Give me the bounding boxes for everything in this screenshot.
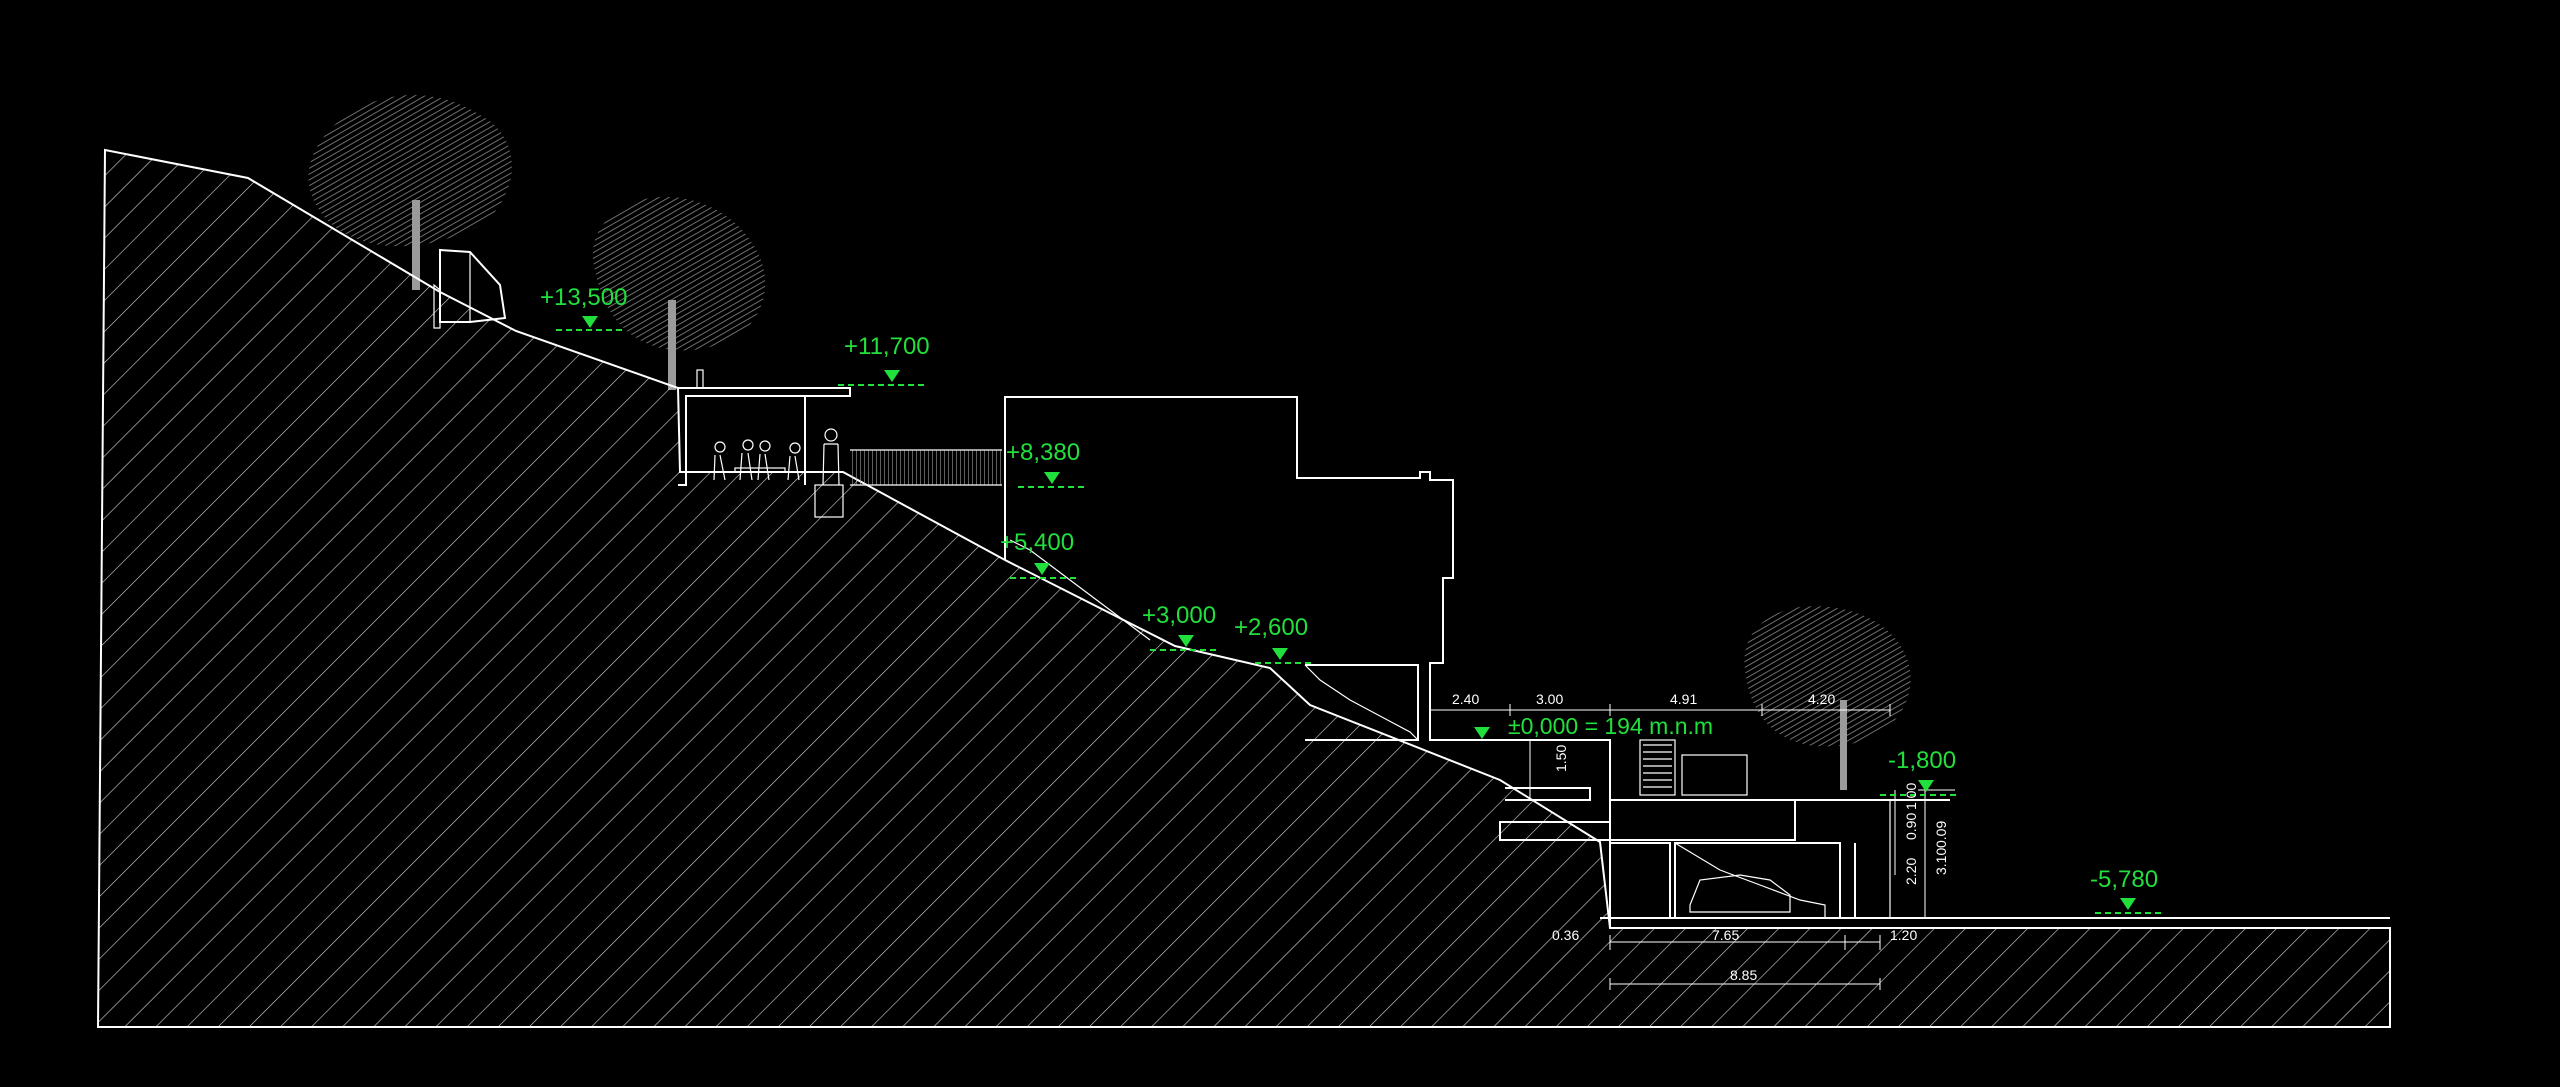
dim-vert-3: 0.90 [1903,813,1919,840]
level-minus-1800: -1,800 [1888,747,1956,774]
dim-top-3: 4.91 [1670,691,1697,707]
terrain-section [96,148,2391,1028]
upper-pavilion [433,248,507,329]
dimension-lines [1429,704,1955,990]
dim-overall: 8.85 [1730,967,1757,983]
dim-bottom-2: 7.65 [1712,927,1739,943]
level-13500: +13,500 [540,284,627,311]
main-building [1004,396,1604,741]
level-5400: +5,400 [1000,529,1074,556]
dim-bottom-3: 1.20 [1890,927,1917,943]
dim-vert-2: 1.00 [1903,783,1919,810]
level-11700: +11,700 [844,333,930,360]
dim-vert-6: 2.20 [1903,858,1919,885]
level-3000: +3,000 [1142,602,1216,629]
dim-vert-4: 3.10 [1933,848,1949,875]
level-minus-5780: -5,780 [2090,866,2158,893]
level-8380: +8,380 [1006,439,1080,466]
dim-top-1: 2.40 [1452,691,1479,707]
dim-top-2: 3.00 [1536,691,1563,707]
tree-middle [592,196,766,390]
level-0000: ±0,000 = 194 m.n.m [1508,713,1713,739]
tree-right [1744,606,1911,790]
dim-vert-1: 1.50 [1553,745,1569,772]
terrace [678,369,1002,518]
tree-left [308,95,512,290]
level-markers [556,316,2165,914]
dim-top-4: 4.20 [1808,691,1835,707]
dim-bottom-1: 0.36 [1552,927,1579,943]
people-figures [713,428,840,486]
level-2600: +2,600 [1234,614,1308,641]
dim-vert-5: 0.09 [1933,821,1949,848]
lower-house [1499,739,1960,928]
